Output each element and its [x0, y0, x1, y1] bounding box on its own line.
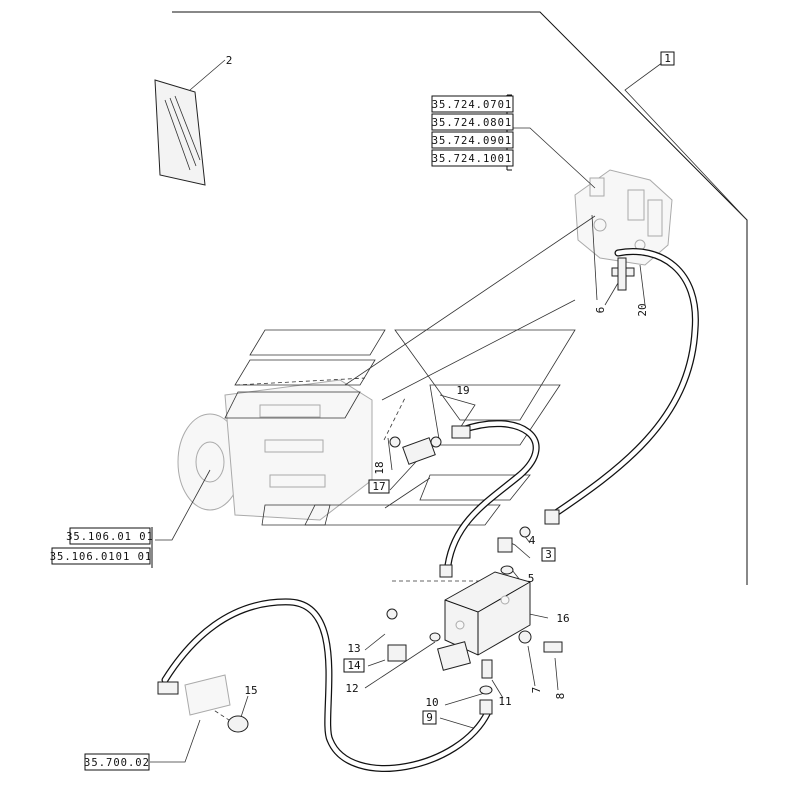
hose-19 — [444, 420, 540, 569]
callout-13: 13 — [347, 642, 360, 655]
hose-9 — [161, 598, 492, 772]
hose-20 — [546, 248, 699, 521]
manual-booklet-icon — [154, 79, 206, 186]
fittings — [157, 425, 563, 715]
kit-boundary — [172, 11, 748, 585]
callout-11: 11 — [498, 695, 511, 708]
valve-block — [437, 571, 531, 671]
tank-reference-group: 35.700.02 — [84, 753, 150, 771]
hydraulic-pump — [177, 379, 373, 521]
callout-2: 2 — [226, 54, 233, 67]
callout-1: 1 — [664, 52, 671, 65]
callout-6: 6 — [594, 307, 607, 314]
pump-reference-group: 35.106.01 01 35.106.0101 01 — [50, 527, 154, 568]
leader-lines — [150, 56, 748, 763]
callout-16: 16 — [556, 612, 569, 625]
callout-14: 14 — [347, 659, 361, 672]
callout-12: 12 — [345, 682, 358, 695]
callout-8: 8 — [554, 693, 567, 700]
valve-ref-1: 35.724.0701 — [432, 99, 513, 111]
callout-17: 17 — [372, 480, 385, 493]
callout-20: 20 — [636, 303, 649, 316]
valve-reference-group: 35.724.0701 35.724.0801 35.724.0901 35.7… — [431, 94, 514, 171]
tank-filter — [184, 674, 249, 733]
decorative-stripes — [224, 329, 576, 526]
callout-7: 7 — [530, 687, 543, 694]
valve-ref-2: 35.724.0801 — [432, 117, 513, 129]
callout-5: 5 — [528, 572, 535, 585]
callout-18: 18 — [373, 461, 386, 474]
callout-15: 15 — [244, 684, 257, 697]
callout-9: 9 — [426, 711, 433, 724]
callouts: 1 2 3 4 5 6 7 8 9 10 11 12 13 14 15 16 1… — [226, 51, 675, 725]
control-valve — [574, 169, 673, 266]
valve-ref-3: 35.724.0901 — [432, 135, 513, 147]
pump-ref-2: 35.106.0101 01 — [50, 551, 153, 563]
callout-19: 19 — [456, 384, 469, 397]
callout-4: 4 — [529, 534, 536, 547]
tank-ref: 35.700.02 — [84, 757, 150, 769]
callout-3: 3 — [545, 548, 552, 561]
pump-ref-1: 35.106.01 01 — [66, 531, 154, 543]
callout-10: 10 — [425, 696, 438, 709]
valve-ref-4: 35.724.1001 — [432, 153, 513, 165]
tee-fitting — [611, 257, 635, 291]
dashed-routing — [208, 377, 480, 723]
